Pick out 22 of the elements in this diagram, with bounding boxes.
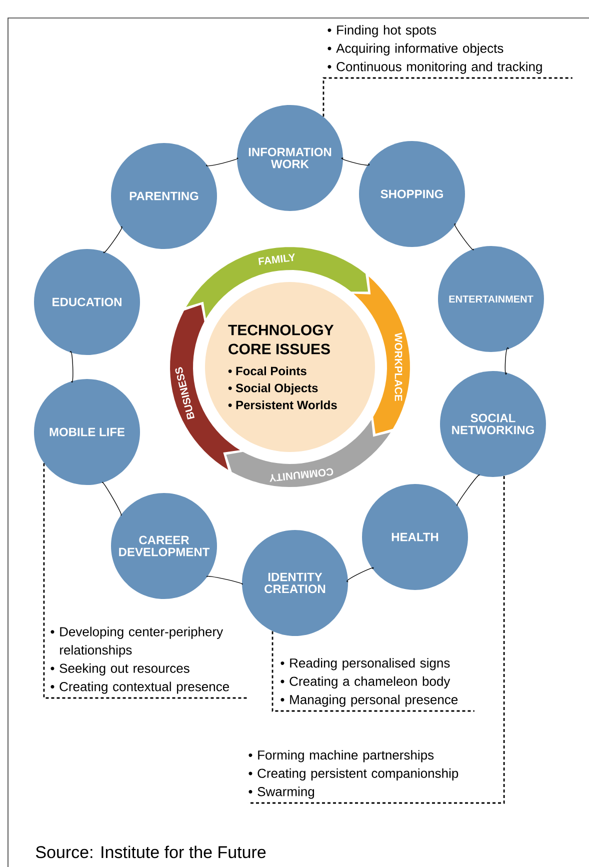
connector-arc bbox=[206, 158, 238, 166]
callout-text: • Developing center-periphery relationships • Seeking out resources • Creating contextual presence bbox=[50, 626, 229, 694]
connector-arc bbox=[456, 474, 480, 506]
connector-arc bbox=[504, 347, 510, 375]
connector-arc bbox=[206, 576, 243, 585]
connector-arc bbox=[70, 351, 74, 383]
leader-line bbox=[322, 77, 572, 117]
leader-line bbox=[248, 476, 505, 804]
callout-text: • Forming machine partnerships • Creating persistent companionship • Swarming bbox=[248, 750, 458, 799]
connector-arc bbox=[341, 158, 370, 166]
connector-arc bbox=[346, 567, 374, 582]
connector-arc bbox=[102, 482, 122, 516]
ring-band: FAMILY bbox=[186, 247, 368, 318]
ring-band: WORKPLACE bbox=[354, 276, 410, 434]
source-note: Source: Institute for the Future bbox=[36, 846, 266, 858]
callout-text: • Reading personalised signs • Creating a chameleon body • Managing personal presence bbox=[280, 658, 458, 707]
callout-text: • Finding hot spots • Acquiring informative objects • Continuous monitoring and tracking bbox=[328, 25, 542, 74]
leader-line bbox=[272, 631, 474, 712]
ring-band: COMMUNITY bbox=[226, 420, 391, 487]
connector-arc bbox=[454, 224, 474, 250]
connector-arc bbox=[103, 226, 122, 254]
leader-line bbox=[43, 463, 248, 699]
